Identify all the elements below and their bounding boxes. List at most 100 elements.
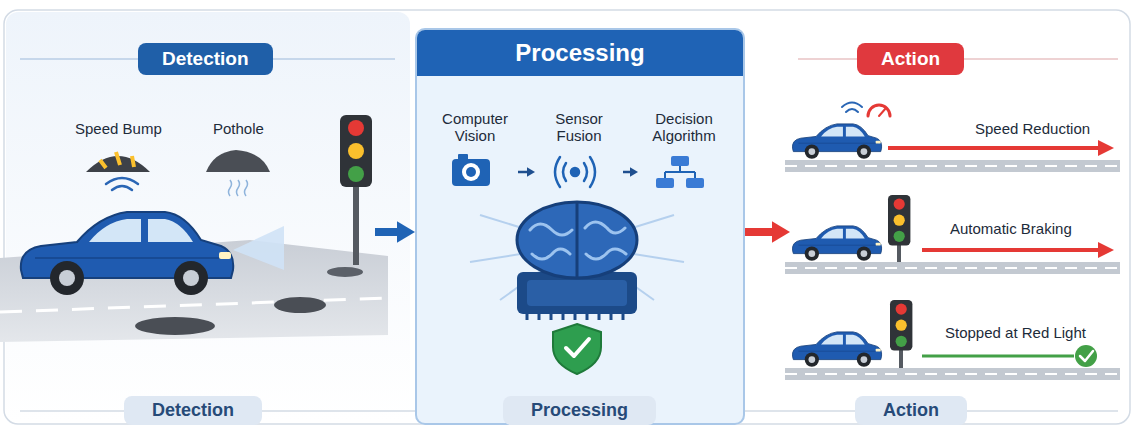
traffic-light — [897, 245, 901, 262]
signal-waves — [112, 186, 132, 190]
arrow-head — [772, 221, 790, 243]
stage-footer: Action — [855, 396, 967, 425]
sensor-icon — [555, 157, 560, 187]
stage-header: Detection — [138, 43, 273, 75]
sensor-icon — [590, 157, 595, 187]
camera-icon — [462, 163, 480, 181]
reduction-arrow — [888, 146, 1100, 150]
ai-chip — [527, 280, 627, 306]
action-road — [785, 368, 1120, 380]
pothole-icon — [229, 180, 248, 196]
connector-line — [375, 228, 401, 236]
speed-bump-icon — [100, 152, 134, 168]
connector-line — [745, 228, 776, 236]
connector-arrow — [375, 221, 415, 243]
action-road — [785, 160, 1120, 172]
outer-frame — [4, 10, 1130, 424]
arrow-head — [630, 167, 638, 177]
headlight-beam — [233, 226, 284, 270]
stage-header: Processing — [417, 30, 743, 76]
decision-icon — [656, 156, 704, 188]
sensor-icon — [563, 163, 566, 181]
sensor-icon — [555, 157, 595, 187]
annotation-label: Speed Bump — [75, 120, 162, 137]
stopped-indicator — [922, 345, 1097, 367]
braking-arrow — [922, 242, 1114, 258]
traffic-light — [888, 195, 910, 245]
shield-icon — [553, 324, 601, 374]
stopped-indicator — [922, 355, 1074, 358]
traffic-light — [353, 185, 359, 265]
action-road — [785, 373, 1120, 375]
road — [274, 297, 326, 313]
speed-gauge-icon — [842, 103, 862, 113]
connector-arrow — [745, 221, 790, 243]
sensor-icon — [571, 168, 579, 176]
pothole-icon — [206, 150, 270, 172]
camera-icon — [452, 154, 490, 186]
shield-icon — [553, 324, 601, 374]
traffic-light — [340, 115, 372, 187]
traffic-light — [899, 350, 903, 368]
brain-icon — [530, 222, 626, 259]
action-road — [785, 262, 1120, 274]
signal-waves — [106, 178, 138, 184]
detection-ground — [6, 12, 410, 422]
speed-gauge-icon — [842, 103, 890, 117]
speed-gauge-icon — [868, 105, 890, 116]
stage-footer: Processing — [503, 396, 656, 425]
stage-header: Action — [857, 43, 964, 75]
process-step: Decision Algorithm — [638, 108, 730, 197]
road — [327, 267, 363, 277]
reduction-arrow — [888, 140, 1114, 156]
decision-icon — [686, 178, 704, 188]
annotation-label: Stopped at Red Light — [945, 324, 1086, 341]
car — [21, 212, 233, 295]
road — [135, 317, 215, 335]
stopped-indicator — [1075, 345, 1097, 367]
traffic-light — [888, 195, 910, 262]
stage-footer: Detection — [124, 396, 262, 425]
annotation-label: Pothole — [213, 120, 264, 137]
connector-arrow — [518, 167, 535, 177]
camera-icon — [466, 167, 476, 177]
stopped-indicator — [1080, 351, 1093, 361]
braking-arrow — [1098, 242, 1114, 258]
brain-icon — [517, 202, 637, 278]
arrow-head — [397, 221, 415, 243]
process-step: Computer Vision — [432, 108, 518, 197]
road — [0, 298, 388, 312]
car — [792, 124, 881, 159]
arrow-head — [527, 167, 535, 177]
braking-arrow — [922, 248, 1100, 252]
reduction-arrow — [1098, 140, 1114, 156]
decision-icon — [671, 156, 689, 166]
decision-icon — [665, 166, 695, 178]
shield-icon — [566, 339, 589, 356]
connector-arrow — [623, 167, 638, 177]
traffic-light — [890, 300, 912, 368]
traffic-light — [340, 115, 372, 265]
speed-bump-icon — [86, 152, 150, 172]
brain-icon — [576, 203, 579, 277]
car — [792, 332, 881, 367]
step-label: Decision Algorithm — [638, 108, 730, 145]
traffic-light — [890, 300, 912, 350]
decision-icon — [656, 178, 674, 188]
pothole-icon — [206, 150, 270, 196]
speed-gauge-icon — [879, 108, 886, 116]
camera-icon — [452, 159, 490, 186]
step-label: Computer Vision — [432, 108, 518, 145]
action-road — [785, 267, 1120, 269]
brain-icon — [517, 202, 637, 278]
process-step: Sensor Fusion — [535, 108, 623, 197]
car — [792, 226, 881, 261]
stage-panel: DetectionDetection — [10, 28, 375, 425]
signal-waves — [106, 178, 138, 190]
processing-ground — [415, 28, 745, 425]
annotation-label: Automatic Braking — [950, 220, 1072, 237]
action-road — [785, 165, 1120, 167]
stage-panel: ProcessingProcessingComputer VisionSenso… — [415, 28, 745, 425]
annotation-label: Speed Reduction — [975, 120, 1090, 137]
